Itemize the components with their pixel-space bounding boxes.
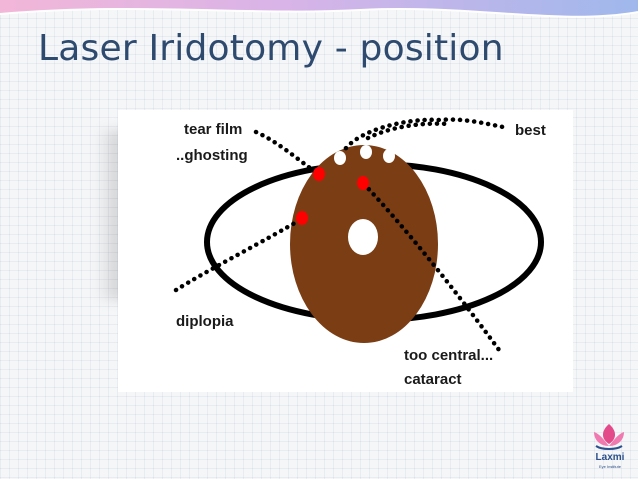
- laxmi-logo-icon: [594, 424, 624, 450]
- best-spot: [383, 149, 395, 163]
- pupil: [348, 219, 378, 255]
- too-central-spot: [357, 176, 369, 190]
- label-too-central: too central...: [404, 347, 493, 364]
- label-tear-film: tear film: [184, 121, 242, 138]
- tear-film-dotted-line: [253, 129, 321, 177]
- label-cataract: cataract: [404, 371, 462, 388]
- diagram-svg: tear film ..ghosting best diplopia too c…: [173, 117, 546, 388]
- slide-title: Laser Iridotomy - position: [38, 28, 504, 69]
- best-dotted-line-inner: [365, 121, 451, 141]
- iridotomy-diagram: tear film ..ghosting best diplopia too c…: [118, 110, 573, 392]
- best-spot: [360, 145, 372, 159]
- too-central-dotted-line: [361, 181, 505, 357]
- label-ghosting: ..ghosting: [176, 147, 248, 164]
- diplopia-spot: [296, 211, 308, 225]
- tear-film-spot: [313, 167, 325, 181]
- label-diplopia: diplopia: [176, 313, 234, 330]
- top-wave-decoration: [0, 0, 638, 18]
- label-best: best: [515, 122, 546, 139]
- best-dotted-line: [339, 117, 506, 157]
- diplopia-dotted-line: [173, 217, 303, 293]
- best-spot: [334, 151, 346, 165]
- logo-name: Laxmi: [595, 452, 625, 463]
- logo-subtitle: Eye Institute: [598, 464, 621, 469]
